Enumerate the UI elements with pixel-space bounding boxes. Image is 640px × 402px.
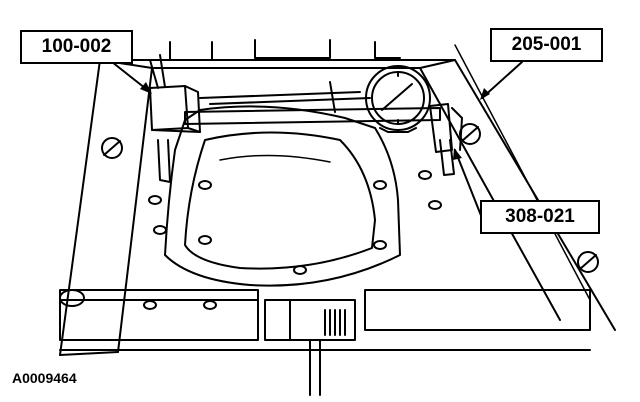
lower-bridge-bar: [59, 289, 591, 396]
callout-tool-308-021: 308-021: [480, 200, 600, 234]
top-flange-slots: [169, 39, 401, 61]
block-deck: [59, 44, 616, 356]
straightedge-bar: [184, 81, 441, 125]
figure-id: A0009464: [12, 370, 77, 386]
callout-tool-205-001: 205-001: [490, 28, 603, 62]
slotted-screws: [101, 123, 599, 273]
indicator-clamp: [429, 103, 463, 176]
leader-arrowheads: [140, 82, 490, 160]
magnetic-base-block: [149, 54, 201, 183]
gasket-opening: [164, 105, 401, 287]
dial-indicator-gauge: [365, 65, 431, 133]
callout-tool-100-002: 100-002: [20, 30, 133, 64]
